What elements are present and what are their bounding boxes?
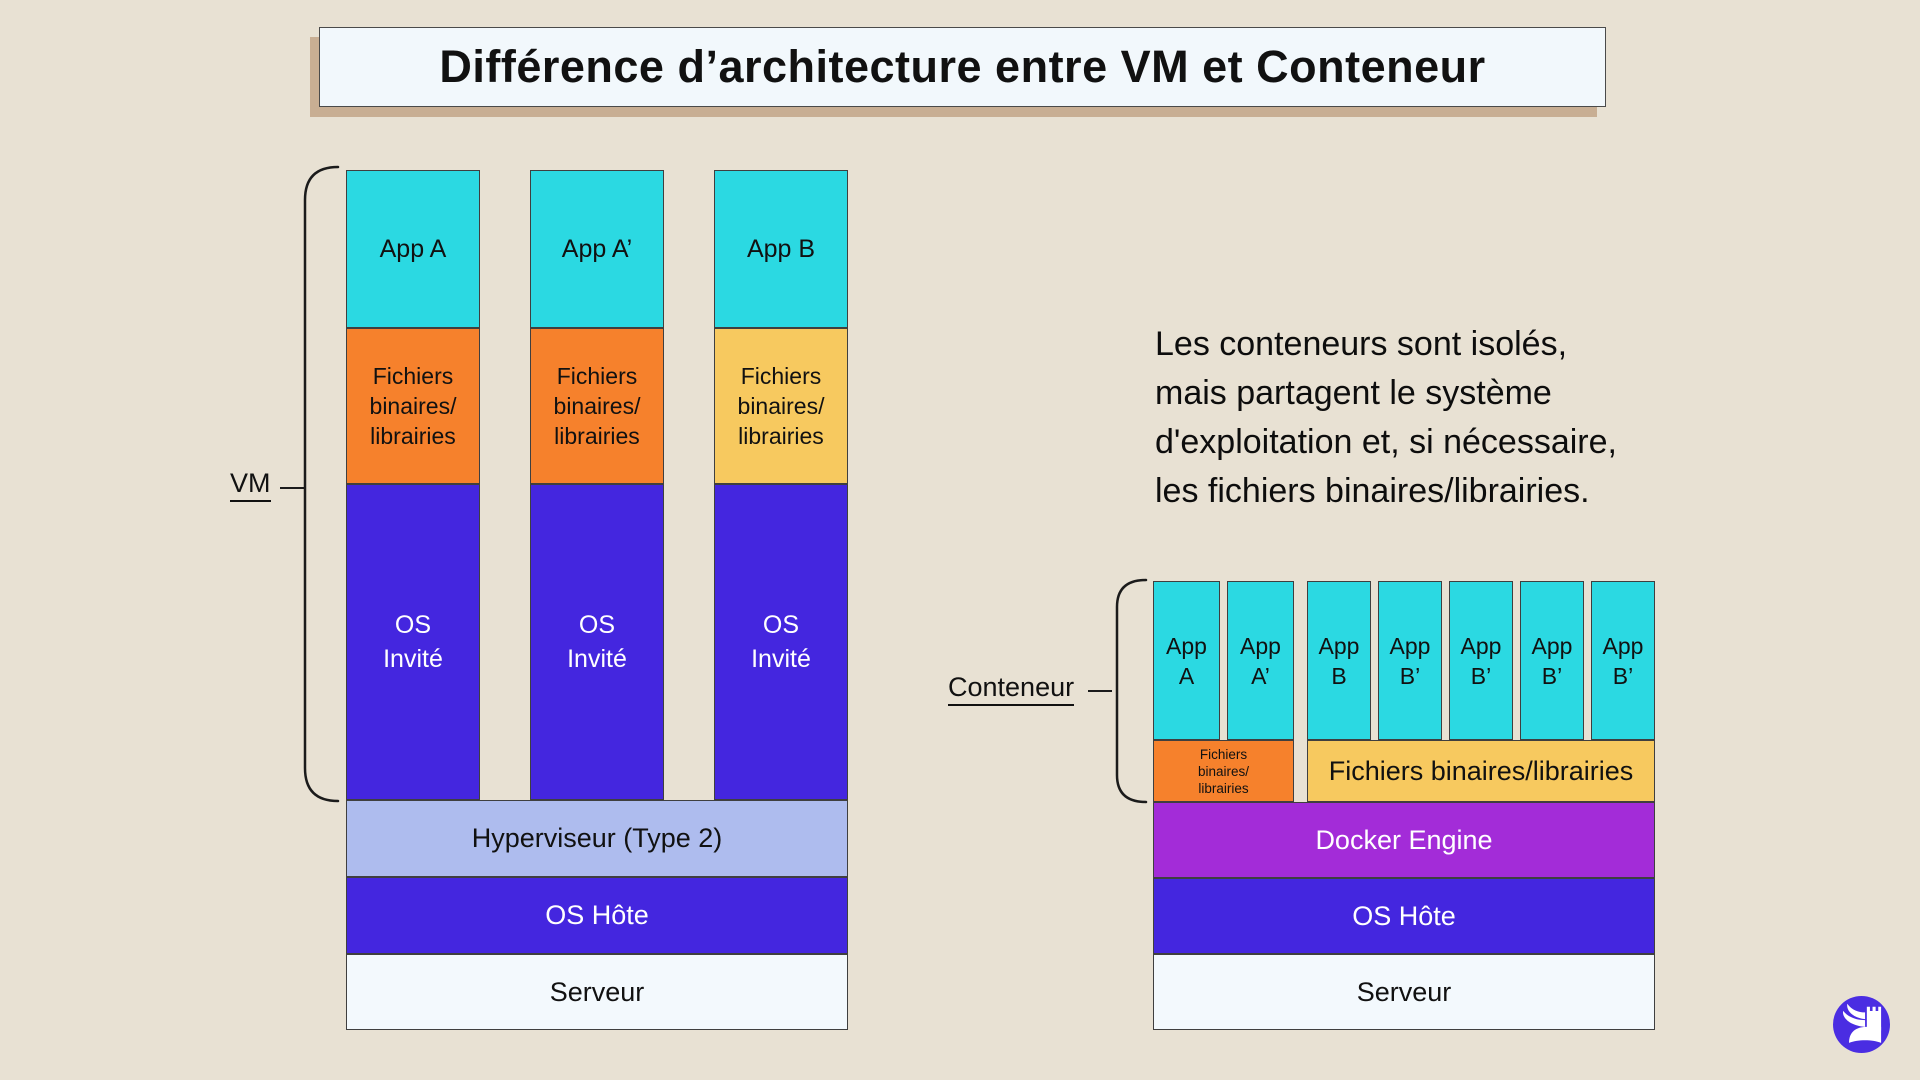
container-app-4: App B’ (1378, 581, 1442, 740)
vm3-guest-os-block: OS Invité (714, 484, 848, 800)
vm1-app-label: App A (379, 234, 447, 263)
container-app-4-label: App B’ (1389, 632, 1431, 689)
docker-engine-layer: Docker Engine (1153, 802, 1655, 878)
vm3-app-label: App B (746, 234, 816, 263)
container-section-label: Conteneur (948, 672, 1075, 706)
vm1-guest-os-block: OS Invité (346, 484, 480, 800)
vm2-guest-os-label: OS Invité (567, 611, 627, 673)
vm3-app-block: App B (714, 170, 848, 328)
container-app-5: App B’ (1449, 581, 1513, 740)
vm-server-label: Serveur (549, 976, 645, 1007)
container-files-small-block: Fichiers binaires/ librairies (1153, 740, 1294, 802)
container-app-6-label: App B’ (1531, 632, 1573, 689)
hypervisor-label: Hyperviseur (Type 2) (471, 823, 723, 853)
container-app-2-label: App A’ (1240, 632, 1281, 689)
container-app-1: App A (1153, 581, 1220, 740)
container-server-label: Serveur (1356, 976, 1452, 1007)
container-server-layer: Serveur (1153, 954, 1655, 1030)
container-files-small-label: Fichiers binaires/ librairies (1197, 746, 1250, 796)
vm3-files-block: Fichiers binaires/ librairies (714, 328, 848, 484)
winged-sphinx-logo (1833, 996, 1890, 1053)
vm-bracket (303, 165, 340, 803)
vm2-app-label: App A’ (561, 234, 633, 263)
vm2-guest-os-block: OS Invité (530, 484, 664, 800)
vm3-guest-os-label: OS Invité (751, 611, 811, 673)
container-host-os-layer: OS Hôte (1153, 878, 1655, 954)
vm-section-label: VM (230, 468, 271, 502)
docker-engine-label: Docker Engine (1315, 824, 1493, 855)
vm1-files-block: Fichiers binaires/ librairies (346, 328, 480, 484)
vm-server-layer: Serveur (346, 954, 848, 1030)
vm-host-os-label: OS Hôte (545, 900, 649, 930)
vm1-files-label: Fichiers binaires/ librairies (369, 363, 457, 449)
containers-note: Les conteneurs sont isolés, mais partage… (1155, 325, 1617, 510)
vm3-files-label: Fichiers binaires/ librairies (737, 363, 825, 449)
vm-host-os-layer: OS Hôte (346, 877, 848, 954)
hypervisor-layer: Hyperviseur (Type 2) (346, 800, 848, 877)
vm2-files-label: Fichiers binaires/ librairies (553, 363, 641, 449)
container-app-7: App B’ (1591, 581, 1655, 740)
container-label-tick (1088, 690, 1112, 692)
page-title: Différence d’architecture entre VM et Co… (319, 27, 1606, 107)
container-app-6: App B’ (1520, 581, 1584, 740)
container-app-3: App B (1307, 581, 1371, 740)
container-app-2: App A’ (1227, 581, 1294, 740)
vm1-app-block: App A (346, 170, 480, 328)
container-app-1-label: App A (1166, 632, 1207, 689)
container-files-wide-label: Fichiers binaires/librairies (1328, 755, 1634, 786)
winged-sphinx-logo-icon (1833, 996, 1890, 1053)
vm-label-tick (280, 487, 306, 489)
container-app-3-label: App B (1318, 632, 1360, 689)
page-title-text: Différence d’architecture entre VM et Co… (439, 41, 1486, 92)
vm2-app-block: App A’ (530, 170, 664, 328)
container-host-os-label: OS Hôte (1352, 900, 1456, 931)
container-bracket (1115, 578, 1148, 804)
vm2-files-block: Fichiers binaires/ librairies (530, 328, 664, 484)
vm1-guest-os-label: OS Invité (383, 611, 443, 673)
container-files-wide-block: Fichiers binaires/librairies (1307, 740, 1655, 802)
container-app-5-label: App B’ (1460, 632, 1502, 689)
container-app-7-label: App B’ (1602, 632, 1644, 689)
